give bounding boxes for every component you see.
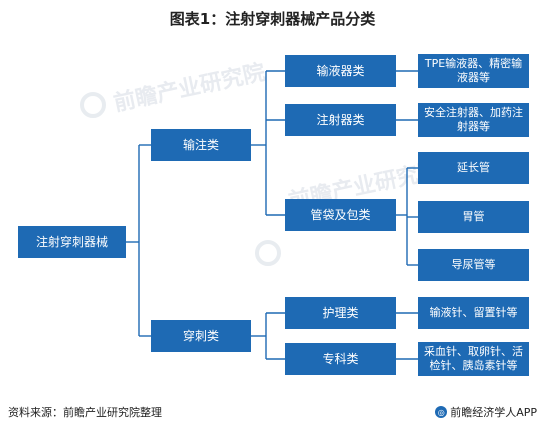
leaf-node: 安全注射器、加药注射器等	[418, 103, 529, 137]
watermark-logo-icon	[80, 92, 106, 118]
category-node-puncture: 穿刺类	[151, 320, 251, 352]
watermark-logo-icon	[255, 240, 281, 266]
subcategory-node-nursing: 护理类	[285, 297, 396, 329]
subcategory-node-tube-bag: 管袋及包类	[285, 199, 396, 231]
root-node: 注射穿刺器械	[18, 226, 126, 258]
brand-footer: ◎ 前瞻经济学人APP	[435, 404, 537, 420]
subcategory-node-infusion-set: 输液器类	[285, 55, 396, 87]
subcategory-node-specialty: 专科类	[285, 343, 396, 375]
leaf-node: 导尿管等	[418, 249, 529, 281]
leaf-node: 延长管	[418, 152, 529, 184]
brand-name: 前瞻经济学人APP	[450, 406, 537, 419]
category-node-infusion: 输注类	[151, 129, 251, 161]
source-note: 资料来源：前瞻产业研究院整理	[8, 406, 162, 419]
leaf-node: TPE输液器、精密输液器等	[418, 54, 529, 88]
leaf-node: 采血针、取卵针、活检针、胰岛素针等	[418, 342, 529, 376]
brand-logo-icon: ◎	[435, 406, 448, 418]
subcategory-node-syringe: 注射器类	[285, 104, 396, 136]
leaf-node: 输液针、留置针等	[418, 297, 529, 329]
leaf-node: 胃管	[418, 201, 529, 233]
diagram-title: 图表1：注射穿刺器械产品分类	[169, 10, 376, 28]
